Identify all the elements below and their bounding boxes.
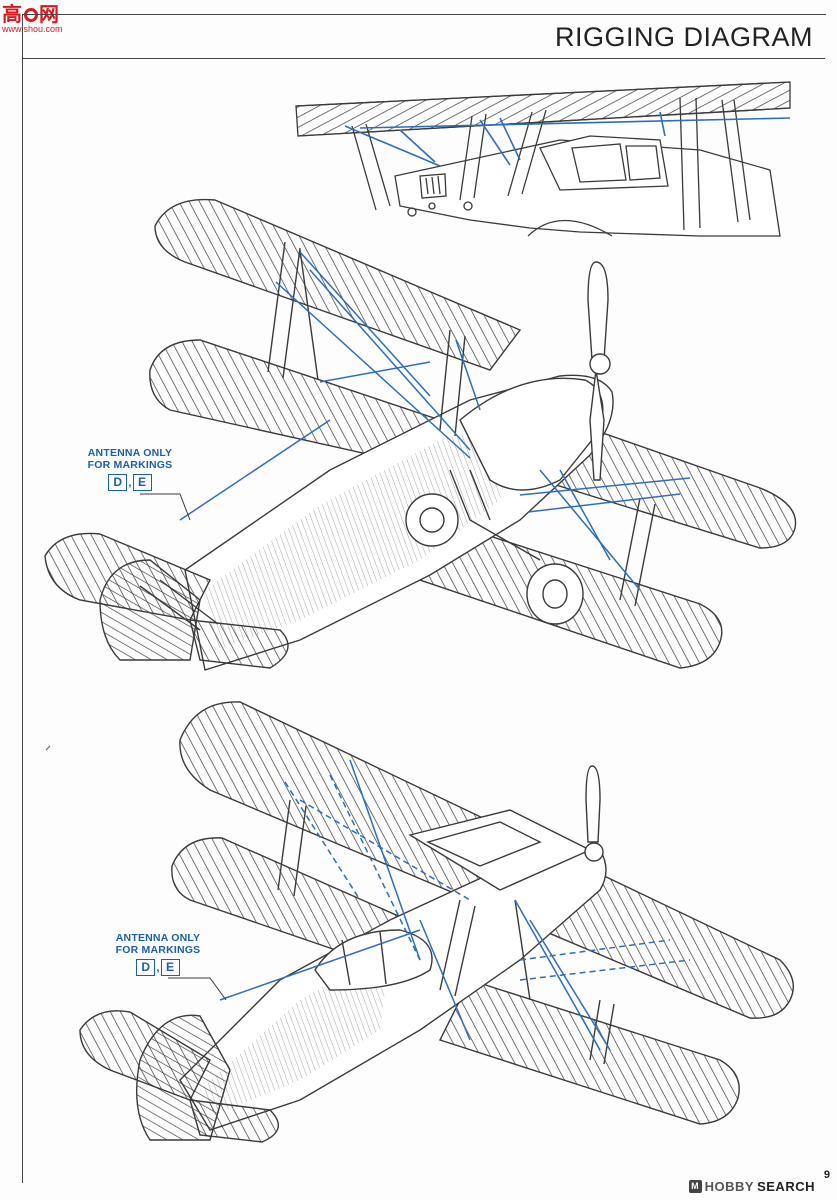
detail-view (295, 81, 791, 237)
antenna-line-1 (179, 419, 331, 521)
lower-right-wing-2 (439, 979, 740, 1125)
callout-line-2: FOR MARKINGS (87, 459, 173, 471)
callout-line-1: ANTENNA ONLY (115, 932, 201, 944)
antenna-callout-2: ANTENNA ONLY FOR MARKINGS D,E (110, 932, 206, 976)
upper-right-wing-1 (539, 417, 797, 549)
site-logo-brand-left: 高 (2, 2, 23, 26)
aircraft-view-2 (79, 701, 794, 1143)
horizontal-tail-1 (44, 532, 211, 621)
horizontal-tail-2 (79, 1010, 211, 1101)
wheel-right-1 (526, 563, 584, 625)
marking-badge-e: E (160, 959, 180, 976)
antenna-callout-1: ANTENNA ONLY FOR MARKINGS D,E (82, 447, 178, 491)
aircraft-view-1 (44, 198, 797, 671)
upper-left-wing-1 (154, 198, 522, 371)
marking-badge-d: D (108, 474, 128, 491)
hobby-search-watermark: M HOBBY SEARCH (688, 1178, 815, 1194)
scan-mark (45, 745, 51, 751)
callout-line-1: ANTENNA ONLY (87, 447, 173, 459)
page-title: RIGGING DIAGRAM (554, 22, 813, 52)
page-number: 9 (823, 1169, 830, 1181)
watermark-mark: M (688, 1179, 702, 1193)
marking-badge-d: D (136, 959, 156, 976)
watermark-search: SEARCH (757, 1178, 815, 1194)
marking-badge-e: E (132, 474, 152, 491)
antenna-line-2 (219, 929, 421, 1001)
watermark-hobby: HOBBY (704, 1178, 755, 1194)
site-logo-domain: www.shou.com (2, 24, 63, 34)
propeller-1 (587, 261, 609, 361)
page-frame (22, 14, 826, 1183)
marking-badges: D,E (82, 474, 178, 491)
badge-separator: , (128, 477, 132, 489)
marking-badges: D,E (110, 959, 206, 976)
gear-icon (24, 8, 38, 22)
badge-separator: , (156, 962, 160, 974)
propeller-2 (585, 765, 601, 843)
wheel-left-1 (405, 493, 459, 547)
title-divider (22, 58, 825, 59)
callout-line-2: FOR MARKINGS (115, 944, 201, 956)
